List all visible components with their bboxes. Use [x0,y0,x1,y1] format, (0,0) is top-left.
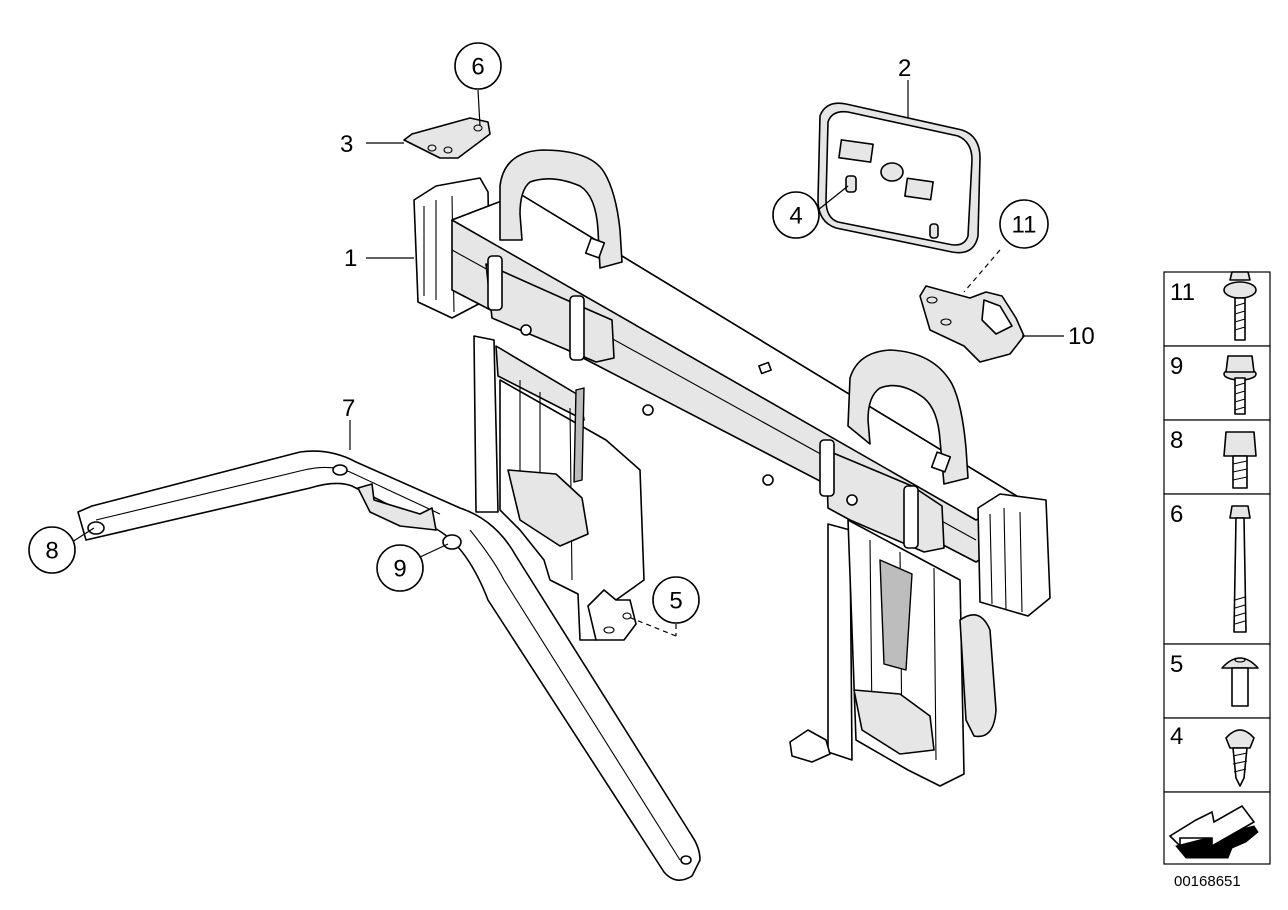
legend-label-11: 11 [1170,279,1195,306]
callout-8: 8 [28,526,76,574]
callout-9: 9 [376,544,424,592]
callout-5: 5 [652,576,700,624]
callout-3: 3 [340,131,353,158]
callout-7-label: 7 [342,395,355,422]
callout-2-label: 2 [898,55,911,82]
long-bolt-icon [1229,505,1251,633]
callout-1-label: 1 [344,245,357,272]
callout-4-label: 4 [789,203,802,230]
fastener-legend: 11 9 8 6 [1163,271,1271,865]
callout-6: 6 [454,42,502,90]
hex-bolt-short-icon [1223,431,1257,489]
callout-11: 11 [999,199,1049,249]
hex-bolt-icon [1223,355,1257,415]
callout-7: 7 [342,395,355,422]
part-7-bar [77,450,701,881]
callout-10-label: 10 [1068,323,1095,350]
legend-label-5: 5 [1170,651,1183,678]
legend-label-8: 8 [1170,427,1183,454]
callout-11-label: 11 [1012,212,1037,239]
direction-arrow-icon [1168,804,1259,859]
callout-6-label: 6 [471,54,484,81]
part-1-frame [413,149,1051,787]
callout-3-label: 3 [340,131,353,158]
legend-label-6: 6 [1170,501,1183,528]
diagram-id: 00168651 [1174,873,1241,890]
callout-10: 10 [1068,323,1095,350]
callout-2: 2 [898,55,911,82]
part-2-cover [817,102,981,254]
legend-label-9: 9 [1170,353,1183,380]
callout-4: 4 [772,191,820,239]
callout-9-label: 9 [393,556,406,583]
callout-5-label: 5 [669,588,682,615]
part-10-bracket [919,285,1025,363]
leader-lines [71,80,1064,637]
legend-label-4: 4 [1170,723,1183,750]
part-3-plate [403,117,491,159]
callout-1: 1 [344,245,357,272]
pan-head-screw-icon [1221,657,1259,707]
callout-8-label: 8 [45,538,58,565]
self-tapping-screw-icon [1225,729,1255,787]
flange-bolt-icon [1223,271,1257,341]
